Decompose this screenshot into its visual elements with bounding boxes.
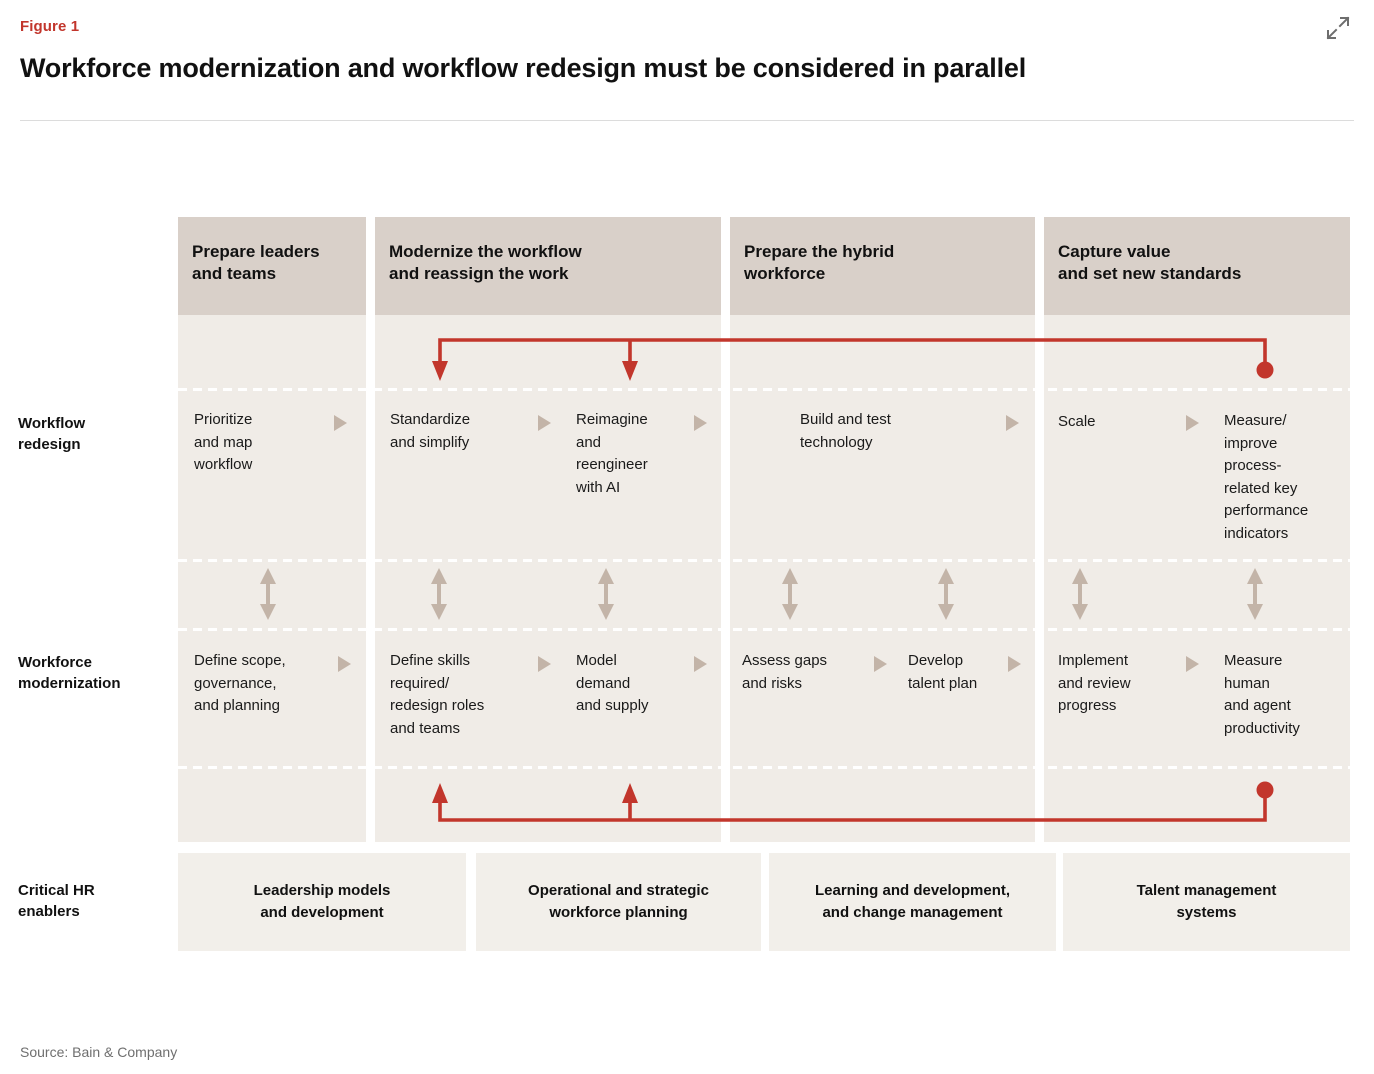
column-separator-1 [366,315,375,842]
step-arrow-icon [694,415,707,431]
row-label-workforce-modernization: Workforce modernization [18,654,121,693]
column-band-2 [375,315,721,842]
step-arrow-icon [1186,415,1199,431]
source-note: Source: Bain & Company [20,1044,178,1060]
bidirectional-arrow-icon [779,568,801,620]
bidirectional-arrow-icon [595,568,617,620]
step-arrow-icon [694,656,707,672]
step-arrow-icon [874,656,887,672]
step-workforce-assess-gaps: Assess gaps and risks [742,652,828,692]
step-arrow-icon [538,656,551,672]
step-workflow-standardize: Standardize and simplify [390,411,471,451]
step-arrow-icon [1006,415,1019,431]
page-title: Workforce modernization and workflow red… [20,53,1027,83]
step-workflow-reimagine: Reimagine and reengineer with AI [576,411,648,496]
enabler-talent-management: Talent management systems [1063,853,1350,951]
row-label-workflow-redesign: Workflow redesign [18,415,86,454]
step-arrow-icon [1186,656,1199,672]
row-divider-top [178,388,1350,391]
column-separator-2 [721,315,730,842]
step-workforce-implement-review: Implement and review progress [1058,652,1131,714]
step-arrow-icon [1008,656,1021,672]
step-arrow-icon [338,656,351,672]
step-workflow-measure-kpi: Measure/ improve process- related key pe… [1224,412,1309,542]
step-arrow-icon [538,415,551,431]
row-divider-bottom [178,766,1350,769]
step-workforce-measure-productivity: Measure human and agent productivity [1224,652,1300,737]
column-separator-3 [1035,315,1044,842]
column-band-4 [1044,315,1350,842]
step-workforce-define-scope: Define scope, governance, and planning [194,652,286,714]
step-workforce-develop-talent-plan: Develop talent plan [908,652,978,692]
enabler-learning-development: Learning and development, and change man… [769,853,1056,951]
bidirectional-arrow-icon [935,568,957,620]
step-workflow-scale: Scale [1058,413,1096,430]
bidirectional-arrow-icon [257,568,279,620]
row-divider-mid-upper [178,559,1350,562]
column-header-capture-value: Capture value and set new standards [1044,217,1350,315]
expand-diagonal-icon[interactable] [1324,14,1352,42]
step-workflow-build-test: Build and test technology [800,411,891,451]
enabler-leadership-models: Leadership models and development [178,853,466,951]
column-header-prepare-hybrid: Prepare the hybrid workforce [730,217,1035,315]
bidirectional-arrow-icon [1244,568,1266,620]
row-label-critical-hr-enablers: Critical HR enablers [18,882,95,921]
row-divider-mid-lower [178,628,1350,631]
bidirectional-arrow-icon [1069,568,1091,620]
enabler-workforce-planning: Operational and strategic workforce plan… [476,853,761,951]
step-arrow-icon [334,415,347,431]
step-workforce-model-demand: Model demand and supply [576,652,649,714]
column-header-modernize-workflow: Modernize the workflow and reassign the … [375,217,721,315]
step-workforce-define-skills: Define skills required/ redesign roles a… [390,652,485,737]
column-band-3 [730,315,1035,842]
column-header-prepare-leaders: Prepare leaders and teams [178,217,366,315]
step-workflow-prioritize: Prioritize and map workflow [194,411,253,473]
figure-label: Figure 1 [20,18,80,35]
bidirectional-arrow-icon [428,568,450,620]
header-divider [20,120,1354,121]
